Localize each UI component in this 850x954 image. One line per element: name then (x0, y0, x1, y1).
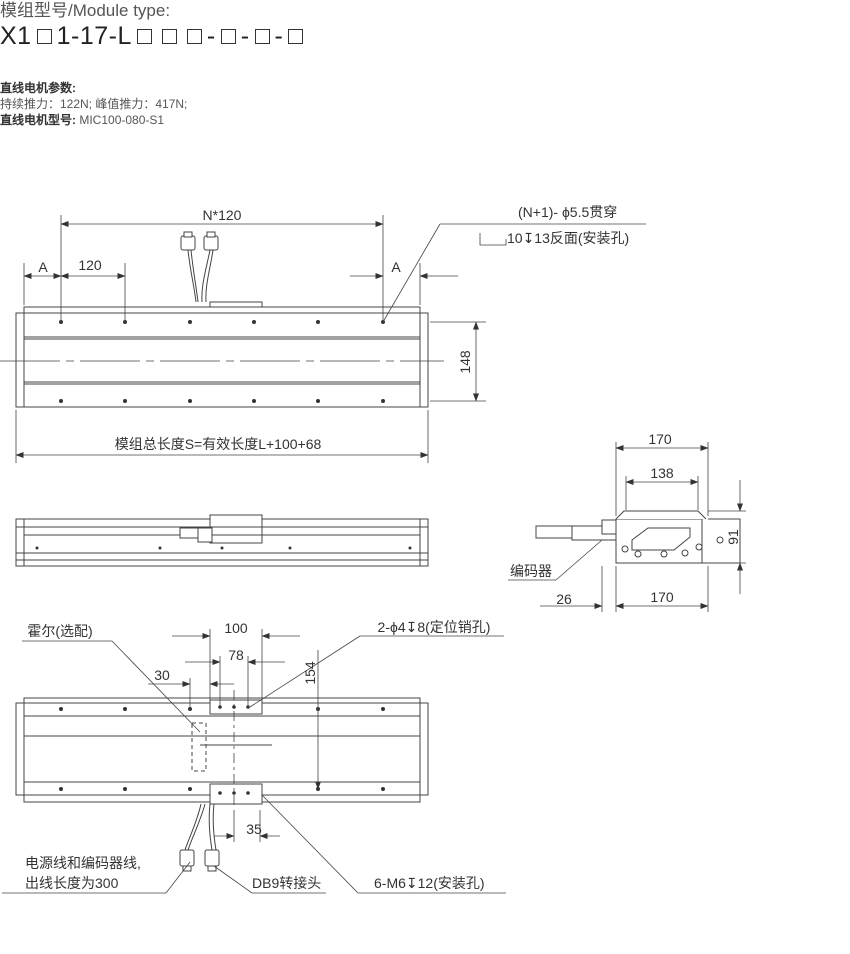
placeholder-box (220, 29, 236, 44)
motor-model-label: 直线电机型号: (0, 113, 76, 127)
side-holes (35, 546, 412, 550)
dim-30: 30 (154, 667, 170, 683)
hole-note-1: (N+1)- ϕ5.5贯穿 (518, 204, 617, 220)
top-view (0, 231, 444, 408)
model-code: X1 1-17-L - - - (0, 22, 308, 51)
mount-note: 6-M6↧12(安装孔) (374, 875, 485, 891)
dim-170-bottom: 170 (650, 589, 674, 605)
cable-note-2: 出线长度为300 (25, 875, 119, 891)
pin-note: 2-ϕ4↧8(定位销孔) (378, 619, 491, 635)
dim-91: 91 (725, 529, 741, 545)
end-dimensions (508, 442, 746, 612)
model-mid: 1-17-L (56, 22, 132, 50)
dim-a-right: A (391, 259, 401, 275)
end-view (535, 510, 741, 564)
placeholder-box (254, 29, 270, 44)
placeholder-box (161, 29, 177, 44)
placeholder-box (136, 29, 152, 44)
hall-label: 霍尔(选配) (27, 623, 92, 639)
dim-78: 78 (228, 647, 244, 663)
dim-pitch: N*120 (203, 207, 242, 223)
hole-note-2: 10↧13反面(安装孔) (507, 230, 629, 246)
dim-100: 100 (224, 620, 248, 636)
model-sep: - (240, 22, 250, 50)
model-prefix: X1 (0, 22, 32, 50)
cable-note-1: 电源线和编码器线, (25, 855, 141, 871)
motor-model-value: MIC100-080-S1 (79, 113, 165, 127)
dim-35: 35 (246, 821, 262, 837)
model-sep: - (274, 22, 284, 50)
dim-a-left: A (38, 259, 48, 275)
dim-120: 120 (78, 257, 102, 273)
force-line: 持续推力：122N; 峰值推力：417N; (0, 97, 188, 111)
dim-138: 138 (650, 465, 674, 481)
side-view (15, 514, 429, 567)
placeholder-box (36, 29, 52, 44)
bottom-dimensions (2, 629, 506, 894)
placeholder-box (288, 29, 304, 44)
params-section-label: 直线电机参数: (0, 81, 76, 95)
db9-label: DB9转接头 (252, 875, 321, 891)
model-sep: - (206, 22, 216, 50)
dim-148: 148 (457, 350, 473, 374)
top-dimensions (15, 215, 646, 463)
total-length-label: 模组总长度S=有效长度L+100+68 (115, 436, 322, 452)
dim-154: 154 (302, 661, 318, 685)
dim-170-top: 170 (648, 431, 672, 447)
bottom-holes (59, 705, 385, 795)
motor-params: 直线电机参数: 持续推力：122N; 峰值推力：417N; 直线电机型号: MI… (0, 80, 187, 128)
bottom-view (15, 690, 429, 872)
top-holes (59, 320, 385, 403)
placeholder-box (186, 29, 202, 44)
encoder-label: 编码器 (510, 563, 552, 579)
dim-26: 26 (556, 591, 572, 607)
module-type-title: 模组型号/Module type: (0, 1, 171, 20)
